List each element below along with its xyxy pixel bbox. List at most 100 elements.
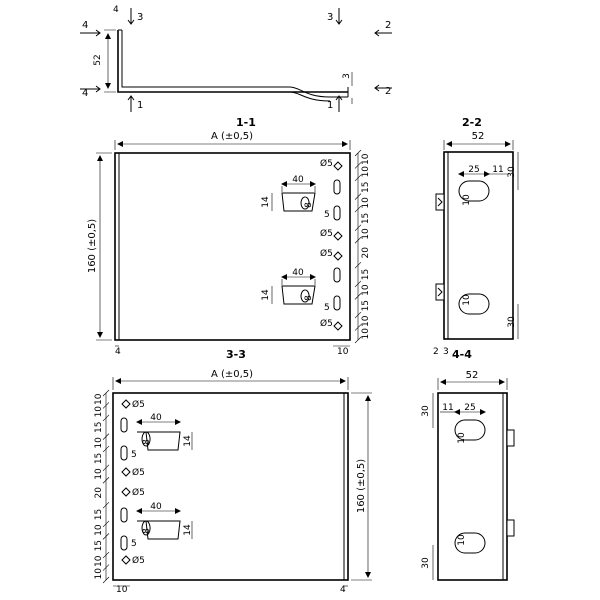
svg-text:4: 4 xyxy=(115,347,121,357)
svg-text:3: 3 xyxy=(443,347,449,357)
bottom-slot-lower: 40 14 8 5 xyxy=(131,502,193,549)
front-slot-lower: 40 14 8 5 xyxy=(261,268,330,313)
dim-chain-label: 10 xyxy=(94,437,104,449)
cut-marker-3-right: 3 xyxy=(327,8,343,25)
svg-text:Ø5: Ø5 xyxy=(132,467,145,478)
svg-text:14: 14 xyxy=(261,196,271,208)
dim-chain-label: 20 xyxy=(361,247,371,259)
dim-tick xyxy=(102,576,110,584)
svg-text:Ø5: Ø5 xyxy=(132,555,145,566)
svg-text:11: 11 xyxy=(492,165,503,175)
svg-text:14: 14 xyxy=(183,524,193,536)
svg-text:2: 2 xyxy=(433,347,439,357)
dim-chain-label: 10 xyxy=(361,284,371,296)
dim-tick xyxy=(102,464,110,472)
dim-tick xyxy=(354,224,362,232)
dim-chain-label: 10 xyxy=(94,524,104,536)
cut-marker-4-top: 4 xyxy=(80,20,101,37)
cut-marker-1-left: 1 xyxy=(127,95,143,112)
svg-text:1: 1 xyxy=(137,100,143,111)
dim-chain-label: 10 xyxy=(361,166,371,178)
svg-text:14: 14 xyxy=(261,289,271,301)
svg-text:30: 30 xyxy=(421,405,431,417)
dim-tick xyxy=(102,564,110,571)
svg-text:4: 4 xyxy=(82,88,88,99)
svg-text:40: 40 xyxy=(292,175,304,185)
dim-tick xyxy=(102,414,110,422)
svg-text:Ø5: Ø5 xyxy=(320,228,333,239)
svg-text:10: 10 xyxy=(462,294,472,306)
dim-chain-label: 10 xyxy=(361,228,371,240)
dim-chain-label: 10 xyxy=(94,555,104,567)
side-width-label: 52 xyxy=(472,131,485,142)
svg-text:8: 8 xyxy=(304,202,314,208)
bottom-left-holes: Ø5 Ø5 Ø5 Ø5 xyxy=(120,399,145,566)
svg-text:5: 5 xyxy=(131,539,137,549)
dim-tick xyxy=(354,149,362,157)
dim-tick xyxy=(102,533,110,540)
svg-text:Ø5: Ø5 xyxy=(320,158,333,169)
dim-chain-label: 10 xyxy=(361,153,371,165)
dim-tick xyxy=(354,205,362,213)
dim-tick xyxy=(102,501,110,509)
side-view-2-2: 52 25 11 10 10 30 30 2 3 xyxy=(433,131,519,357)
profile-height-label: 52 xyxy=(93,54,103,65)
dim-tick xyxy=(354,174,362,182)
dim-tick xyxy=(354,193,362,200)
dim-chain-label: 15 xyxy=(361,269,371,280)
side2-width-label: 52 xyxy=(466,370,479,381)
cut-marker-2-bottom: 2 xyxy=(374,84,392,97)
dim-tick xyxy=(354,162,362,169)
dim-tick xyxy=(102,520,110,528)
dim-tick xyxy=(102,433,110,440)
dim-tick xyxy=(354,261,362,269)
dim-tick xyxy=(102,389,110,397)
dim-chain-label: 15 xyxy=(361,300,371,311)
svg-text:14: 14 xyxy=(183,435,193,447)
dim-chain-label: 15 xyxy=(94,453,104,464)
svg-text:25: 25 xyxy=(464,403,475,413)
section-title-1-1: 1-1 xyxy=(236,116,256,129)
dim-chain-label: 20 xyxy=(94,487,104,499)
section-title-4-4: 4-4 xyxy=(452,348,472,361)
svg-text:30: 30 xyxy=(421,557,431,569)
svg-text:1: 1 xyxy=(327,100,333,111)
cut-marker-4-bottom: 4 xyxy=(80,85,101,99)
svg-text:4: 4 xyxy=(113,5,119,15)
svg-text:4: 4 xyxy=(340,585,346,595)
svg-text:40: 40 xyxy=(150,413,162,423)
side-view-4-4: 52 11 25 10 10 30 30 xyxy=(421,370,515,581)
svg-text:5: 5 xyxy=(131,450,137,460)
dim-tick xyxy=(102,477,110,484)
svg-text:25: 25 xyxy=(468,165,479,175)
dim-chain-label: 10 xyxy=(361,328,371,340)
svg-text:5: 5 xyxy=(324,210,330,220)
svg-text:Ø5: Ø5 xyxy=(320,318,333,329)
dim-chain-label: 15 xyxy=(94,422,104,433)
dim-chain-label: 10 xyxy=(94,468,104,480)
dim-tick xyxy=(354,237,362,244)
svg-text:30: 30 xyxy=(507,316,517,328)
cut-marker-1-right: 1 xyxy=(327,95,343,112)
bottom-slot-upper: 40 14 8 5 xyxy=(131,413,193,460)
dim-tick xyxy=(354,324,362,331)
svg-text:40: 40 xyxy=(150,502,162,512)
dim-chain-label: 15 xyxy=(361,213,371,224)
dim-tick xyxy=(102,445,110,453)
svg-text:10: 10 xyxy=(457,534,467,546)
profile-thickness-label: 3 xyxy=(342,73,352,79)
front-slot-upper: 40 14 8 5 xyxy=(261,175,330,220)
dim-tick xyxy=(354,311,362,319)
svg-text:30: 30 xyxy=(507,166,517,178)
svg-text:10: 10 xyxy=(337,347,349,357)
dim-chain-label: 10 xyxy=(361,197,371,209)
bottom-view-3-3: A (±0,5) 160 (±0,5) 10 4 101015101510201… xyxy=(94,369,372,595)
profile-view: 52 3 4 4 3 4 3 1 xyxy=(80,5,392,112)
svg-text:Ø5: Ø5 xyxy=(132,487,145,498)
svg-text:3: 3 xyxy=(137,12,143,23)
svg-text:10: 10 xyxy=(462,194,472,206)
svg-text:10: 10 xyxy=(457,432,467,444)
